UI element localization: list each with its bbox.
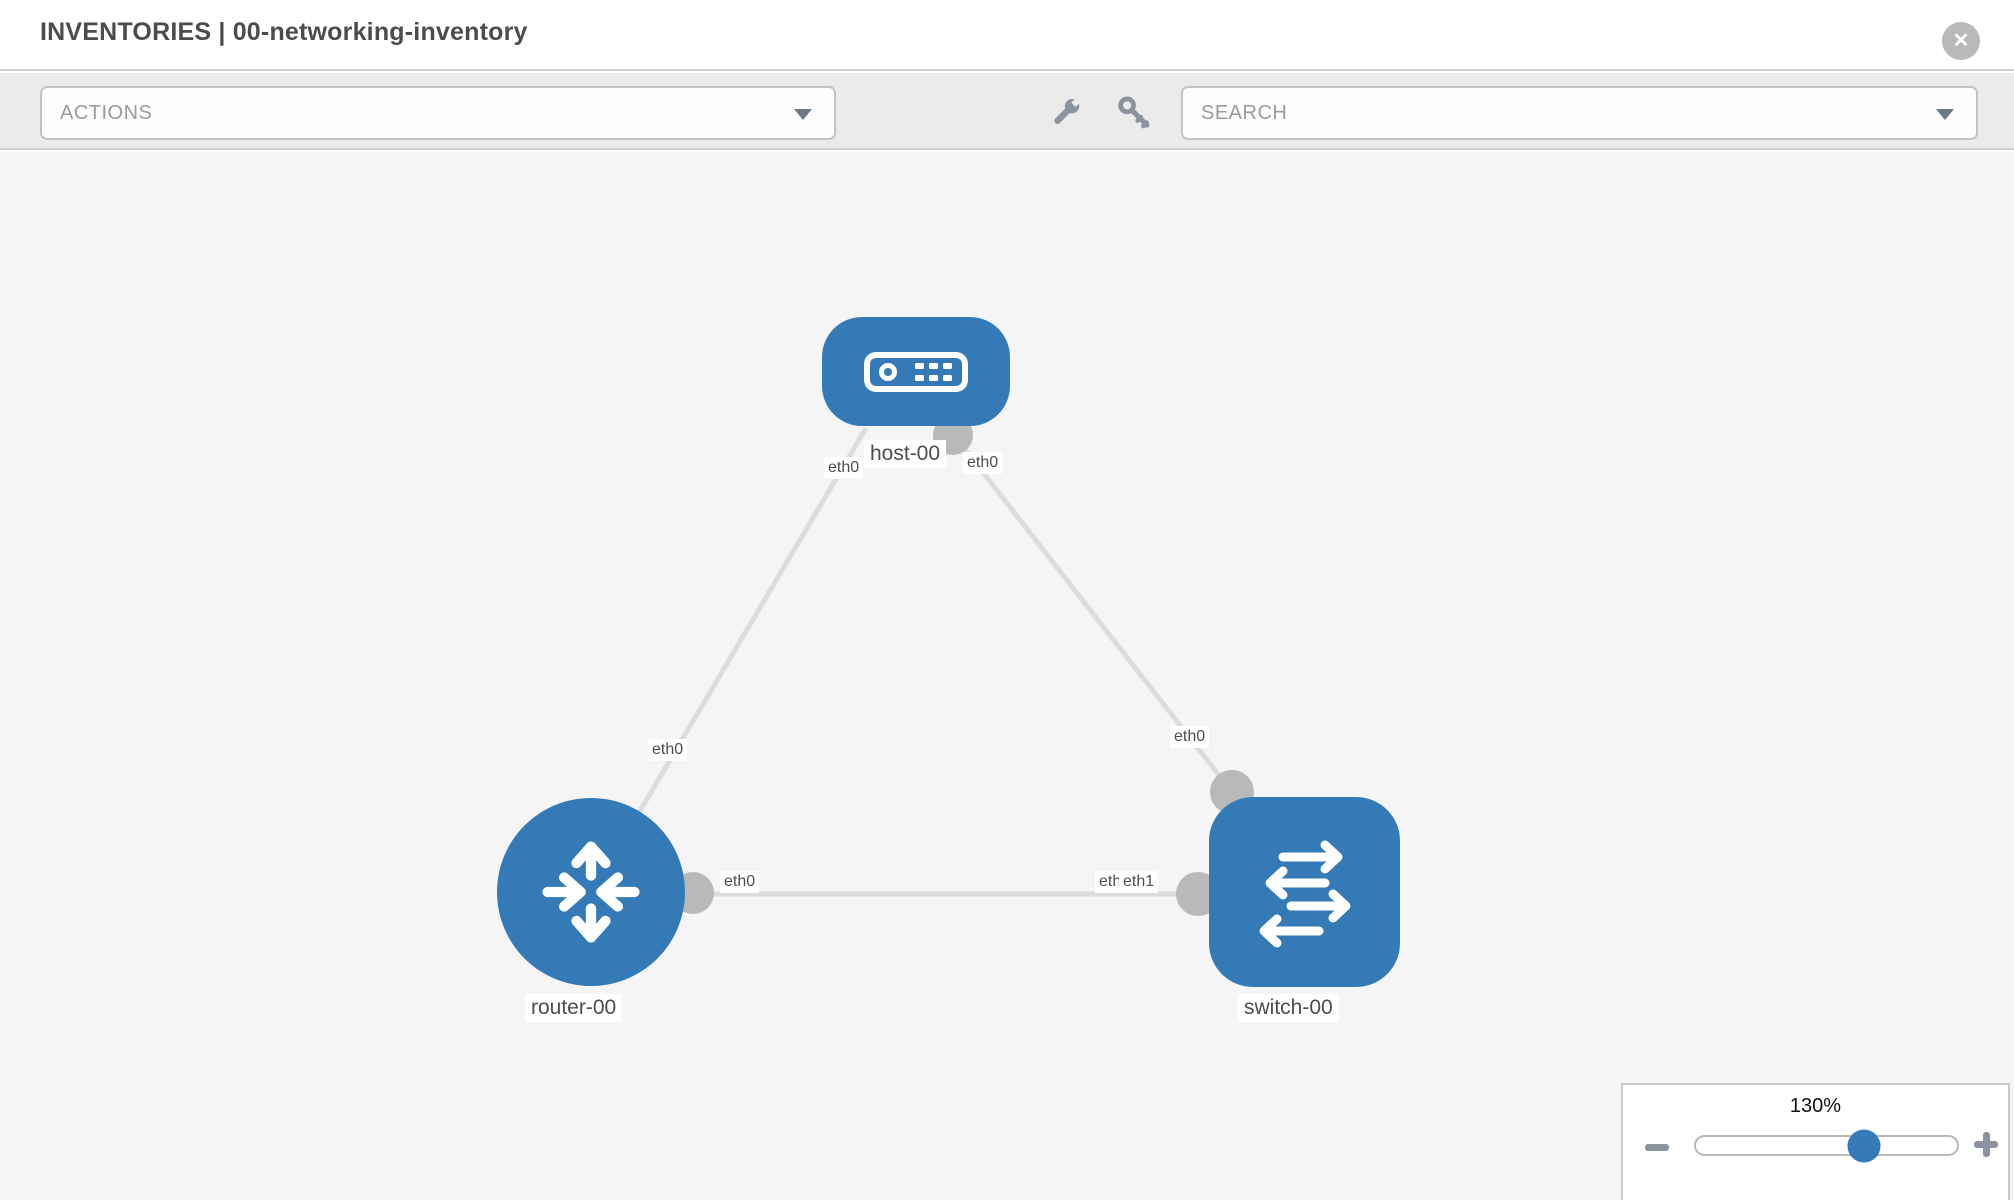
interface-label: eth0 (648, 739, 688, 761)
header: INVENTORIES | 00-networking-inventory ✕ (0, 0, 2014, 71)
node-host-00[interactable] (822, 317, 1010, 426)
zoom-slider-track[interactable] (1694, 1129, 1959, 1162)
wrench-button[interactable] (1046, 93, 1086, 133)
node-switch-00[interactable] (1209, 797, 1400, 987)
node-router-00[interactable] (497, 798, 685, 986)
topology-links-layer (588, 415, 1254, 916)
node-label-switch-00: switch-00 (1238, 994, 1339, 1022)
key-button[interactable] (1114, 93, 1154, 133)
page-title: INVENTORIES | 00-networking-inventory (40, 18, 528, 46)
close-button[interactable]: ✕ (1942, 22, 1980, 60)
search-dropdown-label: SEARCH (1201, 102, 1288, 124)
interface-label: eth0 (720, 871, 760, 893)
zoom-in-button[interactable] (1973, 1131, 1999, 1157)
chevron-down-icon (1936, 109, 1954, 120)
host-icon (864, 351, 968, 392)
chevron-down-icon (794, 109, 812, 120)
actions-dropdown[interactable]: ACTIONS (40, 86, 836, 140)
interface-label: eth1 (1119, 871, 1159, 893)
interface-label: eth0 (963, 452, 1003, 474)
topology-canvas[interactable]: host-00 router-00 switch-00 eth0 eth0 et… (0, 152, 2014, 1200)
minus-icon (1645, 1143, 1669, 1151)
interface-label: eth0 (1170, 726, 1210, 748)
zoom-out-button[interactable] (1645, 1137, 1671, 1153)
interface-label: eth0 (824, 457, 864, 479)
router-icon (542, 841, 640, 943)
zoom-slider-thumb[interactable] (1847, 1129, 1881, 1162)
zoom-panel: 130% (1621, 1083, 2010, 1200)
search-dropdown[interactable]: SEARCH (1181, 86, 1978, 140)
switch-icon (1259, 840, 1350, 948)
node-label-host-00: host-00 (864, 440, 947, 468)
key-icon (1118, 96, 1150, 128)
close-icon: ✕ (1952, 30, 1970, 52)
wrench-icon (1054, 96, 1082, 124)
zoom-level: 130% (1789, 1095, 1842, 1117)
toolbar: ACTIONS SEARCH (0, 73, 2014, 150)
node-label-router-00: router-00 (525, 994, 623, 1022)
actions-dropdown-label: ACTIONS (60, 102, 153, 124)
